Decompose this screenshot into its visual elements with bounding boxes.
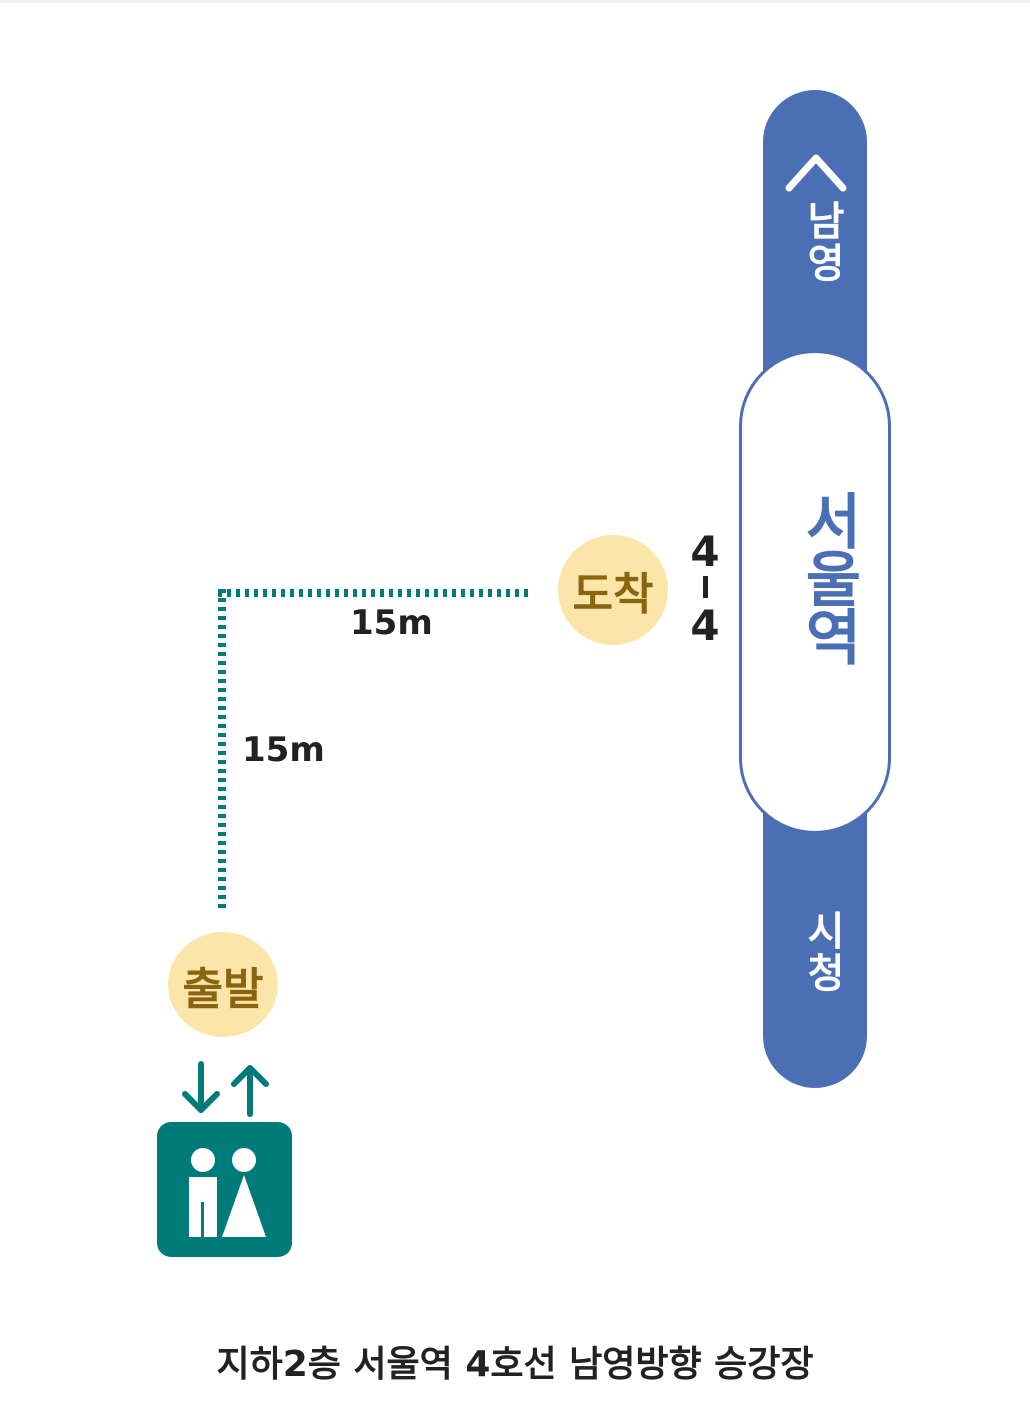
station-oval	[739, 350, 891, 834]
direction-up-label: 남영	[799, 200, 845, 284]
elevator-arrows-icon	[182, 1061, 269, 1117]
departure-label: 출발	[182, 963, 264, 1015]
top-divider	[0, 0, 1030, 3]
caption: 지하2층 서울역 4호선 남영방향 승강장	[216, 1344, 814, 1385]
platform-code: 4 4	[683, 530, 727, 648]
chevron-up-icon	[785, 154, 847, 192]
arrival-label: 도착	[572, 569, 654, 620]
horizontal-distance-label: 15m	[350, 603, 433, 643]
platform-code-top: 4	[690, 527, 720, 576]
vertical-distance-label: 15m	[242, 730, 325, 770]
elevator-icon	[157, 1122, 292, 1257]
arrival-badge: 도착	[558, 535, 668, 645]
direction-down-label: 시청	[799, 910, 845, 994]
platform-code-dash	[702, 576, 708, 598]
elevator-people-icon	[189, 1148, 266, 1237]
station-name: 서울역	[793, 490, 863, 664]
platform-code-bottom: 4	[690, 601, 720, 650]
departure-badge: 출발	[168, 932, 278, 1037]
